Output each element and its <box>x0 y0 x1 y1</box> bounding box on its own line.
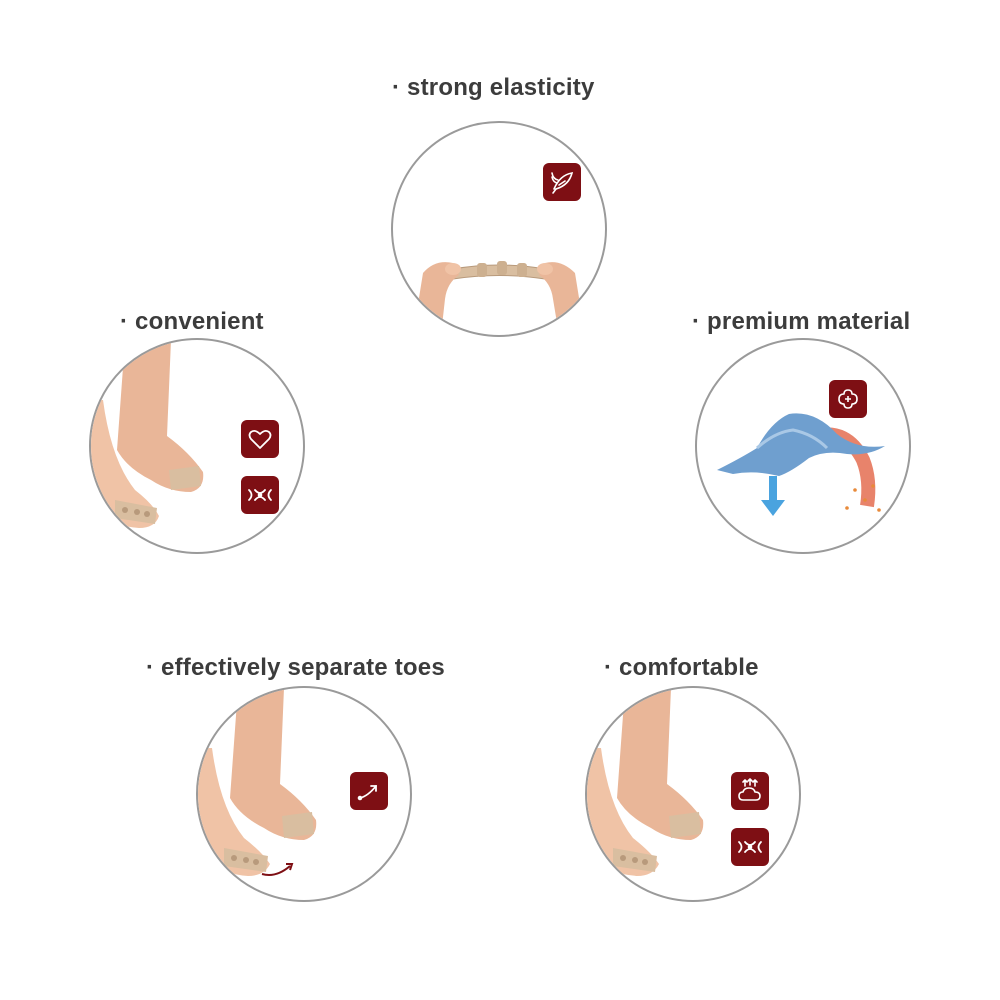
feet-separating-toes-image <box>198 688 317 876</box>
feature-image-circle <box>89 338 305 554</box>
feature-title: · premium material <box>692 308 911 335</box>
material-layer-image <box>717 413 885 516</box>
wave-link-icon <box>241 476 279 514</box>
feature-image-circle <box>391 121 607 337</box>
feature-title: · strong elasticity <box>392 74 595 101</box>
cotton-icon <box>829 380 867 418</box>
stretching-separator-image <box>413 261 585 335</box>
wave-link-icon <box>731 828 769 866</box>
feature-image-circle <box>695 338 911 554</box>
breathable-cloud-icon <box>731 772 769 810</box>
feature-title: · convenient <box>120 308 264 335</box>
feature-image-circle <box>585 686 801 902</box>
feature-title: · comfortable <box>604 654 759 681</box>
feet-with-separators-image <box>91 340 204 528</box>
feature-image-circle <box>196 686 412 902</box>
feather-icon <box>543 163 581 201</box>
feature-title: · effectively separate toes <box>146 654 445 681</box>
heart-icon <box>241 420 279 458</box>
feet-wearing-separators-image <box>587 688 704 876</box>
separate-arrow-icon <box>350 772 388 810</box>
